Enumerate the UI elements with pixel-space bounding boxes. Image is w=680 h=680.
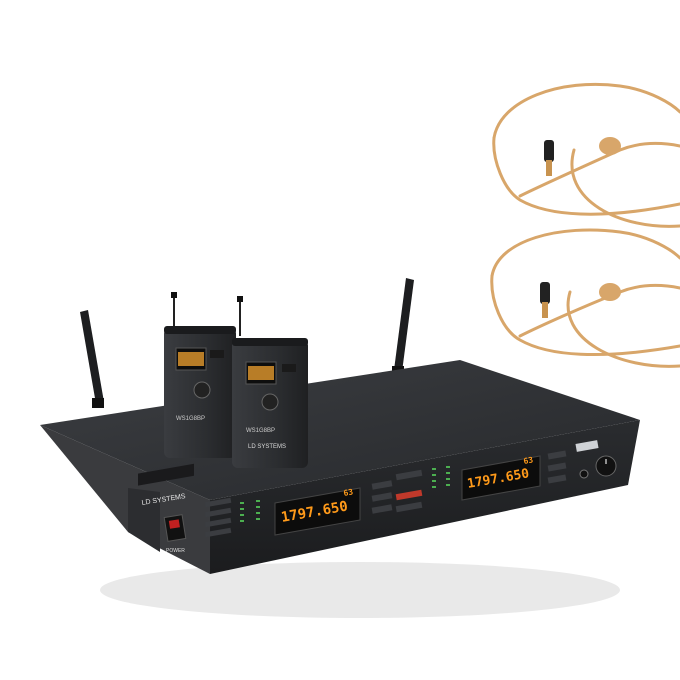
beltpack-transmitter-2: WS1G8BP LD SYSTEMS bbox=[232, 296, 308, 468]
display-b-channel: 63 bbox=[523, 455, 534, 466]
power-switch[interactable] bbox=[163, 514, 187, 542]
center-buttons bbox=[395, 469, 423, 513]
antenna-right bbox=[392, 278, 414, 376]
headphone-jack bbox=[579, 469, 589, 479]
level-meter-a bbox=[240, 500, 260, 522]
level-meter-b bbox=[432, 466, 450, 488]
button-stack-mid bbox=[371, 480, 393, 514]
floor-shadow bbox=[100, 562, 620, 618]
beltpack-2-brand: LD SYSTEMS bbox=[248, 444, 286, 450]
display-a-channel: 63 bbox=[343, 487, 354, 498]
button-stack-left bbox=[204, 497, 232, 538]
beltpack-2-model: WS1G8BP bbox=[246, 428, 275, 434]
headset-1-capsule bbox=[544, 137, 621, 176]
volume-knob[interactable] bbox=[595, 455, 617, 477]
beltpack-1-model: WS1G8BP bbox=[176, 416, 205, 422]
headset-microphone-1 bbox=[492, 82, 680, 228]
beltpack-transmitter-1: WS1G8BP bbox=[164, 292, 236, 458]
antenna-left bbox=[80, 310, 104, 408]
headset-microphone-2 bbox=[490, 228, 680, 368]
rack-ear-left bbox=[128, 488, 160, 552]
power-label: POWER bbox=[166, 548, 185, 554]
model-badge bbox=[575, 440, 599, 452]
display-channel-b: 1797.650 63 bbox=[461, 455, 541, 501]
display-channel-a: 1797.650 63 bbox=[274, 487, 361, 536]
button-stack-right bbox=[547, 450, 567, 484]
headset-2-capsule bbox=[540, 282, 621, 318]
